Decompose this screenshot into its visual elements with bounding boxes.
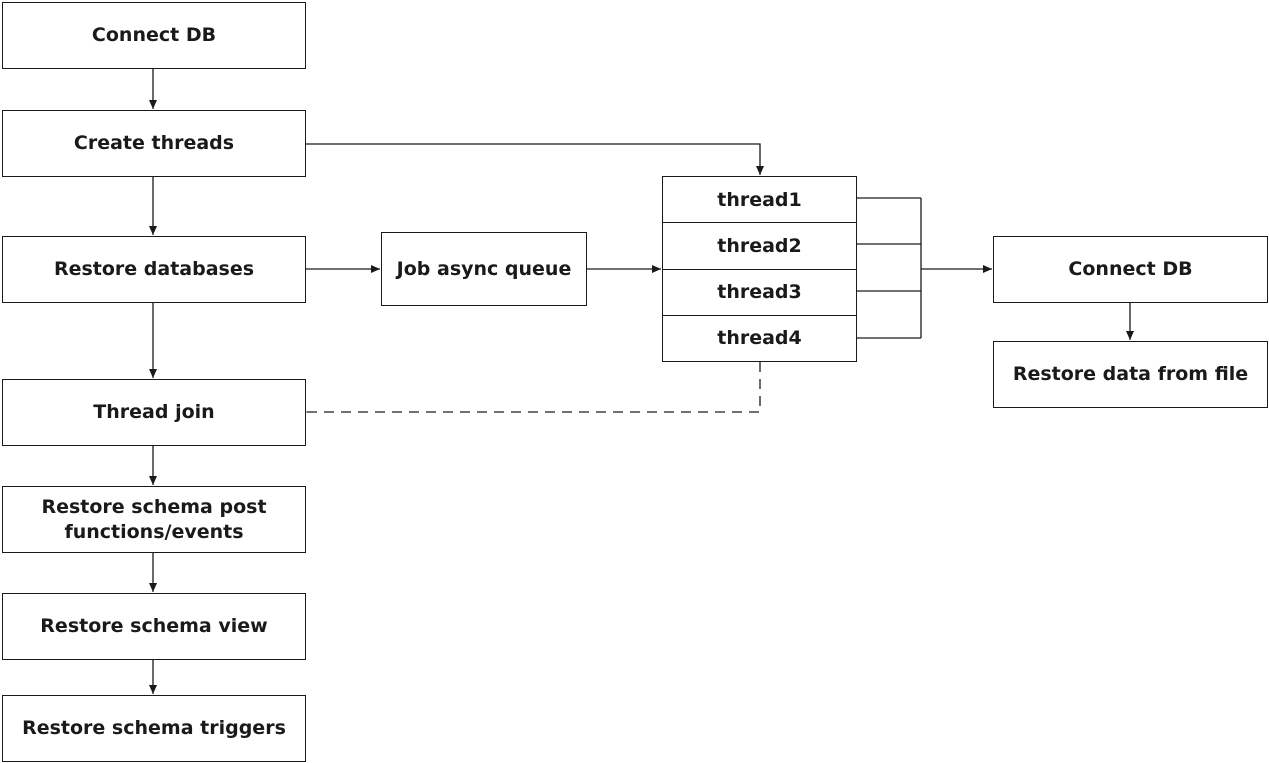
node-restore-databases: Restore databases [2, 236, 306, 303]
node-restore-schema-triggers: Restore schema triggers [2, 695, 306, 762]
node-restore-data-from-file: Restore data from file [993, 341, 1268, 408]
node-create-threads: Create threads [2, 110, 306, 177]
node-label: Restore schema triggers [22, 717, 286, 739]
thread-pool: thread1 thread2 thread3 thread4 [662, 176, 857, 362]
thread-cell-3: thread3 [663, 270, 856, 316]
edge-pool-to-join-dashed [297, 362, 761, 416]
node-label: Create threads [73, 132, 235, 154]
node-label: Job async queue [396, 257, 572, 280]
node-label: Connect DB [91, 24, 217, 46]
node-label: Restore schema view [40, 615, 268, 637]
node-label-line1: Restore schema post [41, 495, 267, 518]
node-restore-schema-view: Restore schema view [2, 593, 306, 660]
edge-create-to-pool [306, 143, 764, 175]
node-label: Thread join [93, 401, 215, 423]
thread-cell-4: thread4 [717, 327, 802, 350]
node-thread-join: Thread join [2, 379, 306, 446]
node-connect-db: Connect DB [2, 2, 306, 69]
thread-cell-1: thread1 [663, 177, 856, 224]
node-job-async-queue: Job async queue [381, 232, 587, 306]
node-label: Restore databases [53, 258, 255, 280]
node-label: Connect DB [1068, 258, 1193, 280]
node-label-line2: functions/events [64, 520, 244, 543]
node-label: Restore data from file [1012, 363, 1249, 385]
node-restore-schema-post: Restore schema post functions/events [2, 486, 306, 553]
thread-cell-2: thread2 [663, 223, 856, 270]
node-worker-connect-db: Connect DB [993, 236, 1268, 303]
